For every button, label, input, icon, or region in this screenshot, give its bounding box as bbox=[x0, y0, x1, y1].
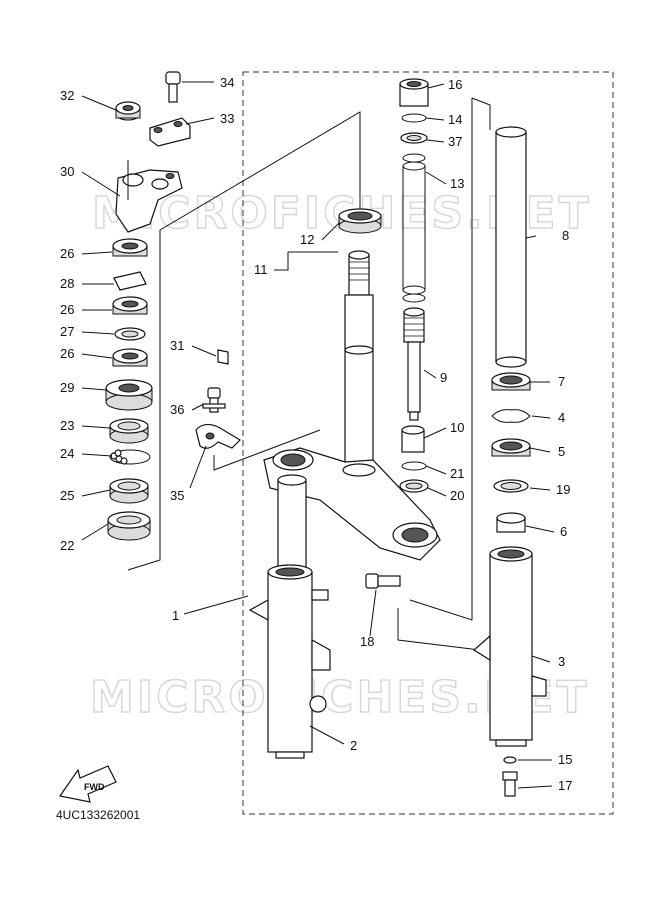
assembly-boundary-dashed bbox=[242, 71, 614, 815]
part-12-seal bbox=[338, 208, 382, 234]
part-33-handle-holder bbox=[149, 117, 191, 147]
part-31-clip bbox=[217, 349, 229, 365]
diagram-code: 4UC133262001 bbox=[56, 808, 141, 822]
callout-9: 9 bbox=[440, 370, 447, 385]
leader-lines bbox=[81, 81, 555, 789]
callout-29: 29 bbox=[60, 380, 74, 395]
part-17-bolt bbox=[502, 771, 518, 797]
callout-2: 2 bbox=[350, 738, 357, 753]
callout-19: 19 bbox=[556, 482, 570, 497]
callout-18: 18 bbox=[360, 634, 374, 649]
callout-16: 16 bbox=[448, 77, 462, 92]
part-2-inner-tube bbox=[277, 474, 307, 581]
forward-arrow-icon: FWD bbox=[58, 765, 117, 803]
part-19-washer bbox=[493, 479, 529, 493]
callout-7: 7 bbox=[558, 374, 565, 389]
part-35-cable-guide bbox=[195, 423, 241, 449]
callout-23: 23 bbox=[60, 418, 74, 433]
callout-27: 27 bbox=[60, 324, 74, 339]
part-18-pinch-bolt bbox=[365, 573, 401, 589]
part-34-bolt bbox=[165, 71, 181, 103]
part-32-nut bbox=[115, 101, 141, 121]
part-3-outer-tube-right bbox=[472, 546, 547, 747]
callout-20: 20 bbox=[450, 488, 464, 503]
part-8-inner-tube-right bbox=[495, 126, 527, 368]
part-14-o-ring bbox=[401, 113, 427, 123]
part-29-dust-seal bbox=[105, 379, 153, 411]
part-6-bushing bbox=[496, 512, 526, 533]
part-36-bolt bbox=[202, 387, 226, 413]
callout-10: 10 bbox=[450, 420, 464, 435]
callout-33: 33 bbox=[220, 111, 234, 126]
assembly-lines bbox=[127, 97, 491, 651]
callout-35: 35 bbox=[170, 488, 184, 503]
callout-11: 11 bbox=[254, 262, 268, 277]
part-4-clip bbox=[491, 409, 531, 423]
part-10-oil-lock-piece bbox=[401, 425, 425, 453]
callout-37: 37 bbox=[448, 134, 462, 149]
callout-30: 30 bbox=[60, 164, 74, 179]
part-30-holder bbox=[115, 160, 183, 233]
callout-14: 14 bbox=[448, 112, 462, 127]
part-5-oil-seal bbox=[491, 438, 531, 457]
callout-4: 4 bbox=[558, 410, 565, 425]
callout-25: 25 bbox=[60, 488, 74, 503]
part-7-dust-seal bbox=[491, 372, 531, 391]
part-9-damper-rod bbox=[403, 307, 425, 421]
part-26-ring-nut-a bbox=[112, 238, 148, 257]
callout-12: 12 bbox=[300, 232, 314, 247]
part-23-bearing-race bbox=[109, 418, 149, 444]
callout-24: 24 bbox=[60, 446, 74, 461]
part-11-under-bracket bbox=[263, 250, 441, 561]
part-16-cap-bolt bbox=[399, 78, 429, 107]
part-26-ring-nut-b bbox=[112, 296, 148, 315]
callout-26c: 26 bbox=[60, 346, 74, 361]
part-25-bearing-race bbox=[109, 478, 149, 504]
callout-6: 6 bbox=[560, 524, 567, 539]
callout-13: 13 bbox=[450, 176, 464, 191]
fwd-label: FWD bbox=[84, 782, 105, 792]
callout-15: 15 bbox=[558, 752, 572, 767]
part-1-outer-tube-left bbox=[248, 564, 331, 759]
callout-36: 36 bbox=[170, 402, 184, 417]
callout-26b: 26 bbox=[60, 302, 74, 317]
callout-22: 22 bbox=[60, 538, 74, 553]
callout-21: 21 bbox=[450, 466, 464, 481]
callout-28: 28 bbox=[60, 276, 74, 291]
part-15-washer bbox=[503, 756, 517, 764]
part-21-o-ring bbox=[401, 461, 427, 471]
part-20-washer bbox=[399, 479, 429, 493]
callout-34: 34 bbox=[220, 75, 234, 90]
callout-5: 5 bbox=[558, 444, 565, 459]
callout-3: 3 bbox=[558, 654, 565, 669]
callout-17: 17 bbox=[558, 778, 572, 793]
part-28-washer bbox=[113, 271, 147, 291]
part-13-spring bbox=[402, 153, 426, 303]
part-24-balls bbox=[109, 449, 151, 465]
part-27-lock-washer bbox=[114, 327, 146, 341]
callout-32: 32 bbox=[60, 88, 74, 103]
part-37-washer bbox=[400, 132, 428, 144]
callout-1: 1 bbox=[172, 608, 179, 623]
part-22-bearing-race bbox=[107, 511, 151, 541]
callout-26a: 26 bbox=[60, 246, 74, 261]
part-26-ring-nut-c bbox=[112, 348, 148, 367]
callout-31: 31 bbox=[170, 338, 184, 353]
callout-8: 8 bbox=[562, 228, 569, 243]
callout-labels: 34 32 33 30 26 28 26 27 26 29 23 24 25 2… bbox=[60, 75, 572, 793]
